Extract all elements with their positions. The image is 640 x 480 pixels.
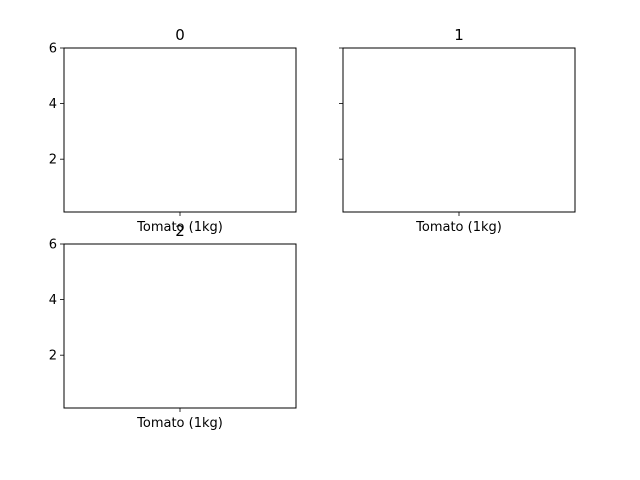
axes-frame — [342, 47, 576, 213]
y-tick-label: 2 — [49, 349, 57, 364]
y-tick-label: 6 — [49, 238, 57, 253]
axes-frame — [63, 47, 297, 213]
panel-title: 1 — [454, 26, 464, 44]
panel-title: 0 — [175, 26, 185, 44]
y-tick-label: 6 — [49, 42, 57, 57]
axes-frame — [63, 243, 297, 409]
panel-1: Tomato (1kg) 1 — [339, 26, 576, 235]
y-tick-label: 4 — [49, 293, 57, 308]
panel-title: 2 — [175, 222, 185, 240]
x-tick-label: Tomato (1kg) — [415, 220, 502, 235]
y-tick-label: 4 — [49, 97, 57, 112]
x-tick-label: Tomato (1kg) — [136, 220, 223, 235]
y-tick-label: 2 — [49, 153, 57, 168]
x-tick-label: Tomato (1kg) — [136, 416, 223, 431]
